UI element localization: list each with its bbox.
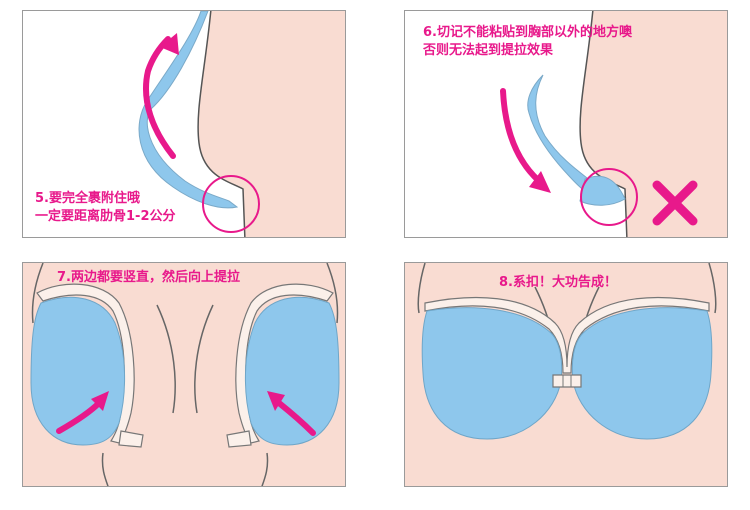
arrow-head-icon: [91, 391, 109, 411]
arrow-head-icon: [160, 33, 179, 55]
step-8-caption: 8.系扣！大功告成！: [499, 274, 617, 292]
step-8-illustration: [417, 263, 717, 440]
arrow-head-icon: [529, 171, 551, 193]
left-clasp: [118, 430, 144, 448]
body-silhouette: [197, 11, 345, 237]
step-5-illustration: [138, 11, 345, 237]
bra-band: [424, 296, 710, 374]
step-5-panel: 5.要完全裹附住哦 一定要距离肋骨1-2公分: [22, 10, 346, 238]
curved-arrow-icon: [56, 400, 102, 434]
left-cup: [421, 307, 563, 440]
step-6-illustration: [500, 11, 727, 237]
left-strap: [36, 283, 135, 444]
step-6-panel: 6.切记不能粘贴到胸部以外的地方噢 否则无法起到提拉效果: [404, 10, 728, 238]
step-6-caption: 6.切记不能粘贴到胸部以外的地方噢 否则无法起到提拉效果: [423, 24, 632, 60]
caption-line: 一定要距离肋骨1-2公分: [35, 209, 176, 224]
front-clasp: [552, 374, 582, 388]
step-7-caption: 7.两边都要竖直，然后向上提拉: [57, 269, 240, 287]
caption-line: 8.系扣！大功告成！: [499, 275, 617, 290]
step-7-panel: 7.两边都要竖直，然后向上提拉: [22, 262, 346, 487]
arrow-head-icon: [267, 391, 285, 411]
cross-mark-icon: [652, 180, 698, 226]
right-cup: [244, 296, 340, 446]
step-8-panel: 8.系扣！大功告成！: [404, 262, 728, 487]
step-7-illustration: [30, 263, 340, 486]
caption-line: 否则无法起到提拉效果: [423, 43, 554, 58]
right-clasp: [226, 430, 252, 448]
caption-line: 7.两边都要竖直，然后向上提拉: [57, 270, 240, 285]
caption-line: 5.要完全裹附住哦: [35, 191, 140, 206]
highlight-circle-icon: [580, 168, 638, 226]
right-cup: [571, 307, 713, 440]
cup-tip: [579, 175, 626, 206]
step-5-caption: 5.要完全裹附住哦 一定要距离肋骨1-2公分: [35, 190, 176, 226]
right-strap: [235, 283, 334, 444]
curved-arrow-icon: [500, 88, 542, 184]
caption-line: 6.切记不能粘贴到胸部以外的地方噢: [423, 25, 632, 40]
body-silhouette: [579, 11, 727, 237]
highlight-circle-icon: [202, 175, 260, 233]
curved-arrow-icon: [276, 400, 316, 436]
